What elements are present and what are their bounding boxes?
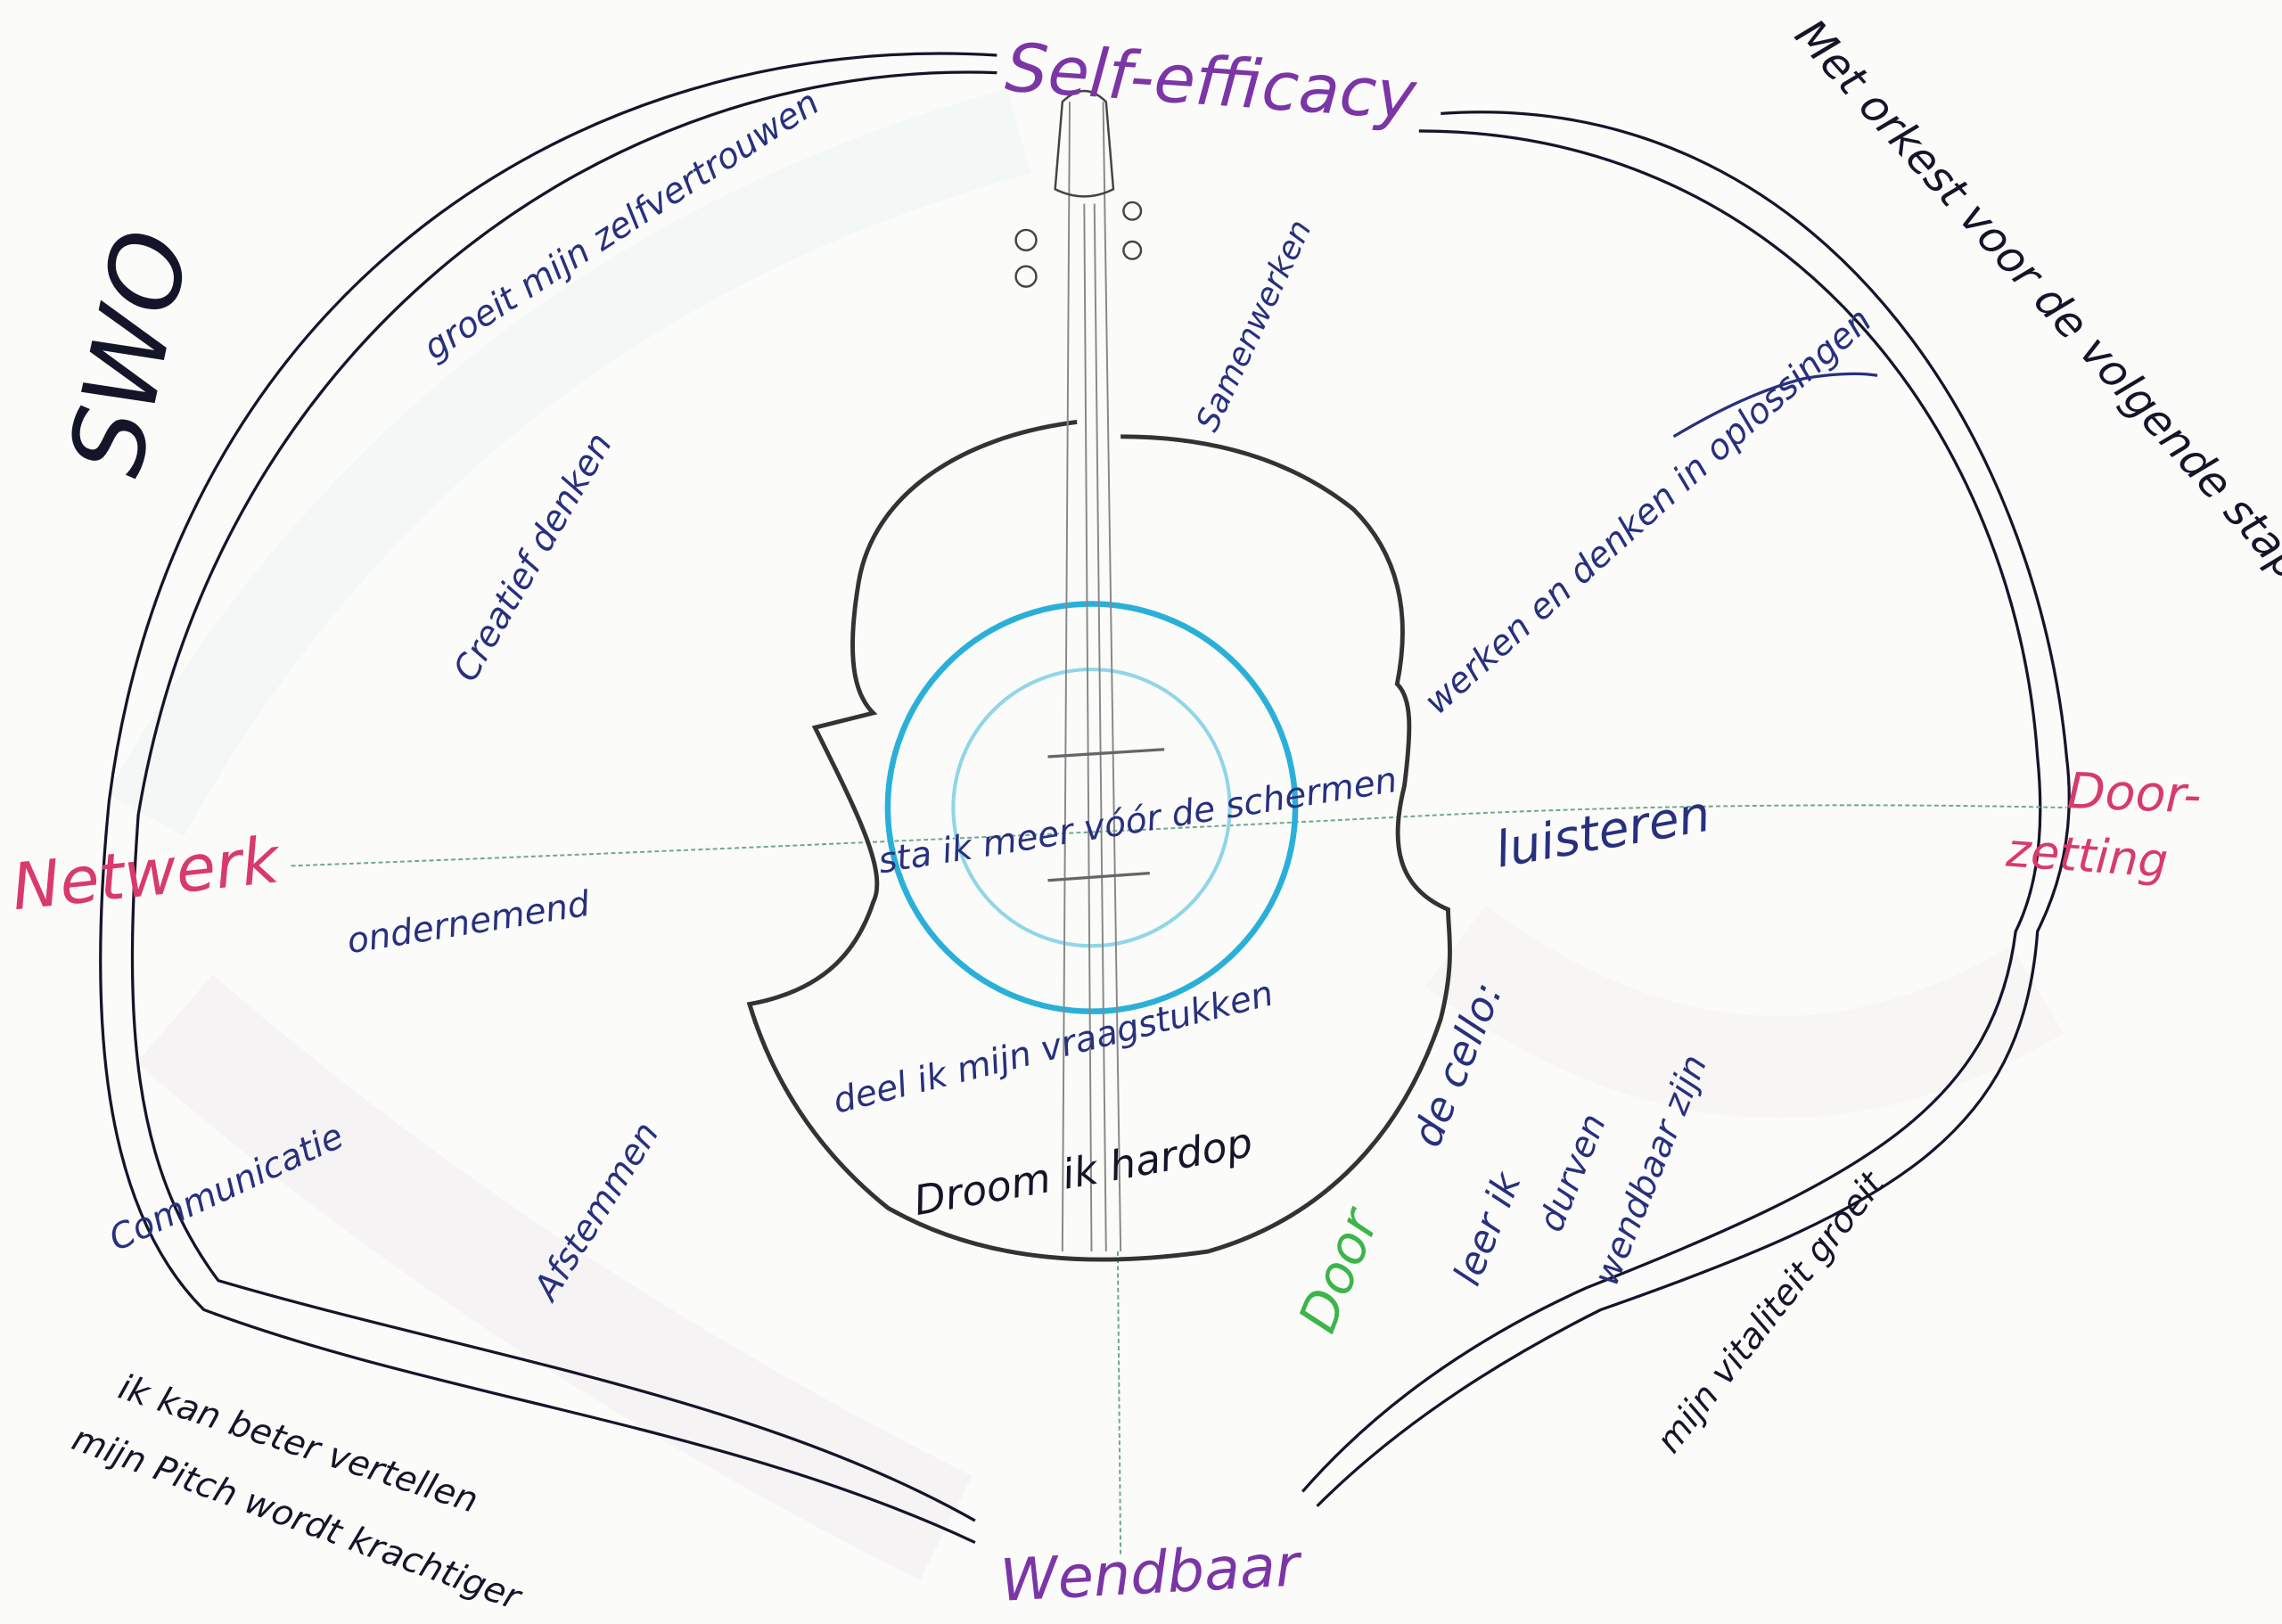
cello-drawing [746, 89, 1452, 1262]
axis-label-doorzetting-2: zetting [2004, 824, 2170, 889]
axis-label-doorzetting-1: Door- [2066, 762, 2203, 824]
outer-rings [99, 52, 2071, 1545]
underline-oplossingen [1672, 372, 1878, 439]
axis-lines [291, 804, 2067, 1557]
axis-label-wendbaar: Wendbaar [998, 1531, 1305, 1615]
pencil-shading [107, 88, 2064, 1580]
